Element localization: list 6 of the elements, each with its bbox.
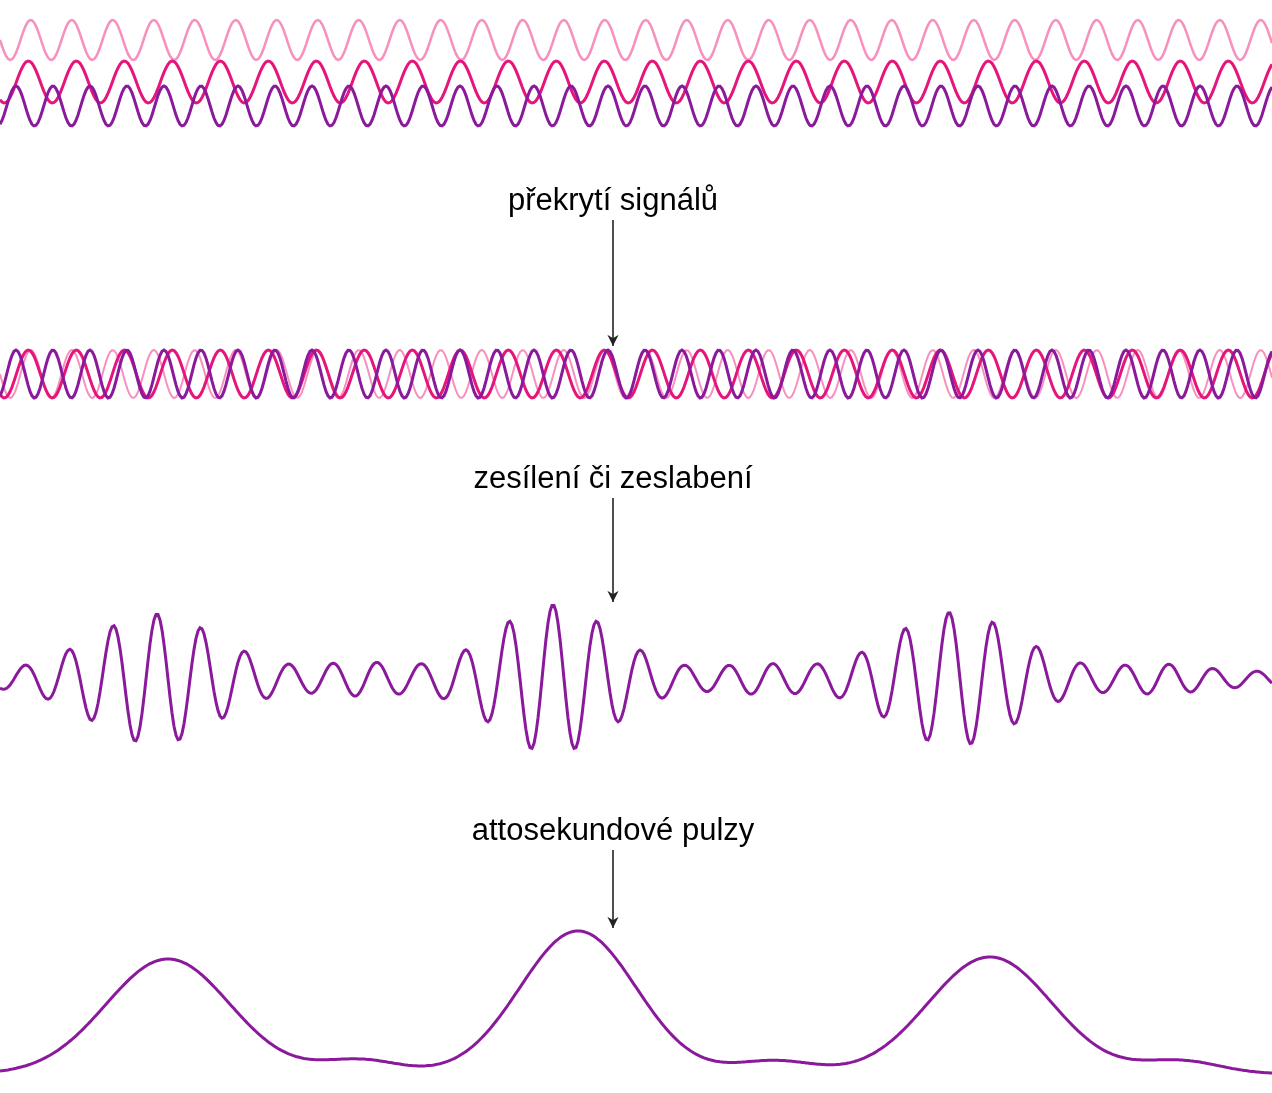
- step-label: zesílení či zeslabení: [473, 458, 753, 498]
- arrow: [607, 497, 619, 603]
- arrow: [607, 219, 619, 347]
- step-label: překrytí signálů: [507, 180, 719, 220]
- arrow: [607, 849, 619, 929]
- step-label: attosekundové pulzy: [471, 810, 755, 850]
